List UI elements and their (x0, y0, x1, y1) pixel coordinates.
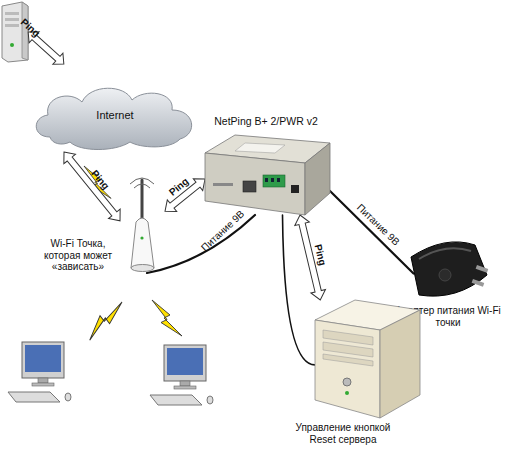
power-label: Питание 9В (355, 202, 401, 247)
node-label: Internet (30, 109, 200, 122)
ping-arrow (293, 213, 328, 301)
server-icon (315, 300, 420, 418)
remote-tower (2, 2, 28, 62)
cloud-node: Internet (30, 82, 200, 152)
ping-label: Ping (167, 177, 190, 198)
power-adapter-node: Адаптер питания Wi-Fi точки (405, 235, 490, 305)
access-point-node: Wi-Fi Точка, которая может «зависать» (120, 178, 165, 273)
device-node: NetPing B+ 2/PWR v2 (205, 135, 330, 215)
node-label: Управление кнопкой Reset сервера (287, 422, 399, 445)
power-cable (330, 191, 414, 274)
power-cable (283, 215, 316, 365)
ping-arrow (58, 147, 126, 225)
server-node: Управление кнопкой Reset сервера (315, 300, 420, 418)
node-label: NetPing B+ 2/PWR v2 (191, 115, 341, 127)
adapter-icon (405, 235, 490, 305)
ping-label: Ping (89, 169, 110, 192)
power-label: Питание 9В (200, 209, 247, 253)
wifi-icon (120, 178, 165, 273)
ping-label: Ping (19, 17, 42, 39)
netping-icon (205, 135, 330, 215)
ping-arrow (160, 173, 209, 217)
ping-label: Ping (313, 243, 328, 266)
client-computer (150, 345, 213, 405)
node-label: Wi-Fi Точка, которая может «зависать» (35, 238, 121, 273)
client-computer (8, 342, 71, 402)
